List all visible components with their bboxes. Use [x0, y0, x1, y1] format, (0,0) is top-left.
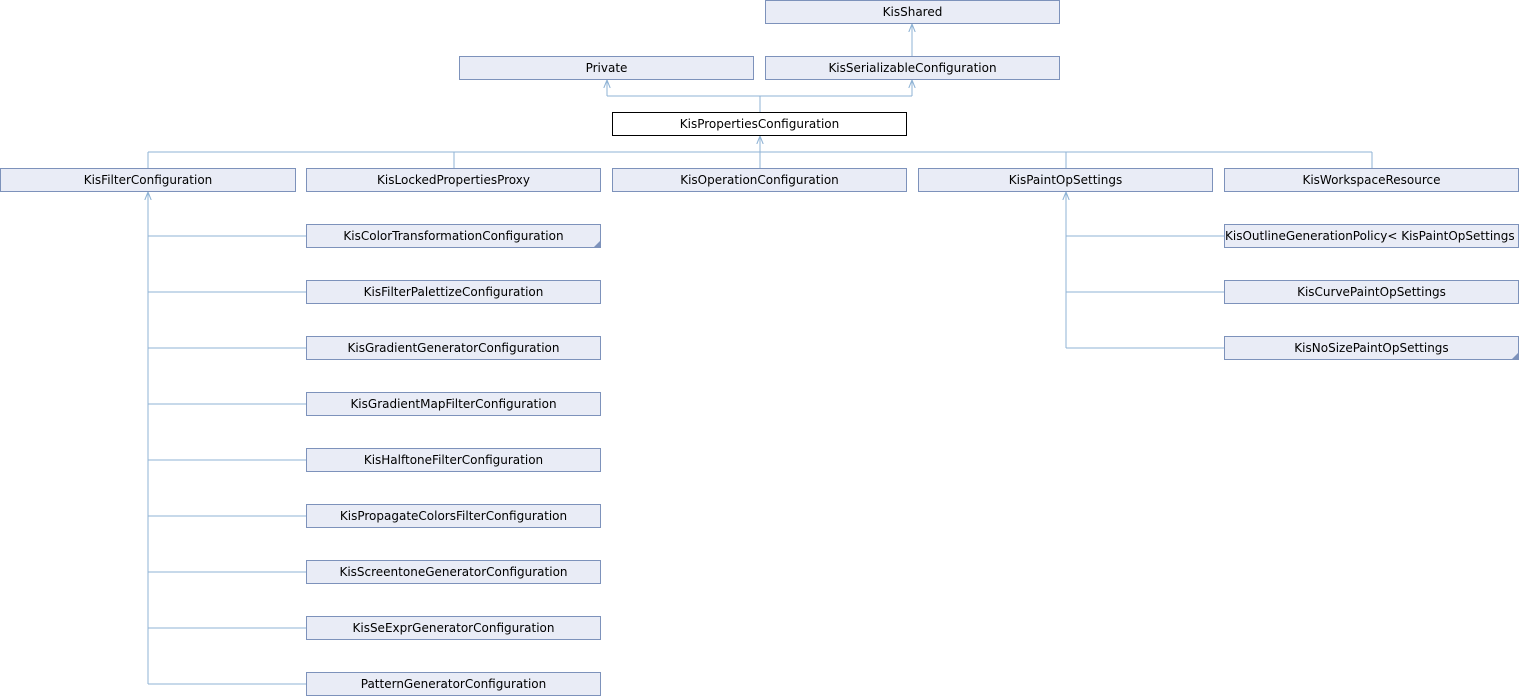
node-kis-locked-properties-proxy[interactable]: KisLockedPropertiesProxy [306, 168, 601, 192]
node-kis-filter-configuration[interactable]: KisFilterConfiguration [0, 168, 296, 192]
node-kis-no-size-paint-op-settings[interactable]: KisNoSizePaintOpSettings [1224, 336, 1519, 360]
node-kis-gradient-generator-configuration[interactable]: KisGradientGeneratorConfiguration [306, 336, 601, 360]
node-kis-halftone-filter-configuration[interactable]: KisHalftoneFilterConfiguration [306, 448, 601, 472]
node-kis-paint-op-settings[interactable]: KisPaintOpSettings [918, 168, 1213, 192]
node-kis-properties-configuration: KisPropertiesConfiguration [612, 112, 907, 136]
node-private[interactable]: Private [459, 56, 754, 80]
node-kis-serializable-configuration[interactable]: KisSerializableConfiguration [765, 56, 1060, 80]
node-kis-filter-palettize-configuration[interactable]: KisFilterPalettizeConfiguration [306, 280, 601, 304]
has-children-corner-icon [1512, 353, 1518, 359]
node-kis-curve-paint-op-settings[interactable]: KisCurvePaintOpSettings [1224, 280, 1519, 304]
node-kis-shared[interactable]: KisShared [765, 0, 1060, 24]
node-label: KisNoSizePaintOpSettings [1294, 341, 1449, 355]
node-kis-gradient-map-filter-configuration[interactable]: KisGradientMapFilterConfiguration [306, 392, 601, 416]
node-kis-screentone-generator-configuration[interactable]: KisScreentoneGeneratorConfiguration [306, 560, 601, 584]
node-kis-color-transformation-configuration[interactable]: KisColorTransformationConfiguration [306, 224, 601, 248]
node-kis-seexpr-generator-configuration[interactable]: KisSeExprGeneratorConfiguration [306, 616, 601, 640]
node-pattern-generator-configuration[interactable]: PatternGeneratorConfiguration [306, 672, 601, 696]
node-kis-propagate-colors-filter-configuration[interactable]: KisPropagateColorsFilterConfiguration [306, 504, 601, 528]
node-label: KisColorTransformationConfiguration [343, 229, 564, 243]
node-kis-workspace-resource[interactable]: KisWorkspaceResource [1224, 168, 1519, 192]
has-children-corner-icon [594, 241, 600, 247]
node-kis-operation-configuration[interactable]: KisOperationConfiguration [612, 168, 907, 192]
node-kis-outline-generation-policy[interactable]: KisOutlineGenerationPolicy< KisPaintOpSe… [1224, 224, 1519, 248]
